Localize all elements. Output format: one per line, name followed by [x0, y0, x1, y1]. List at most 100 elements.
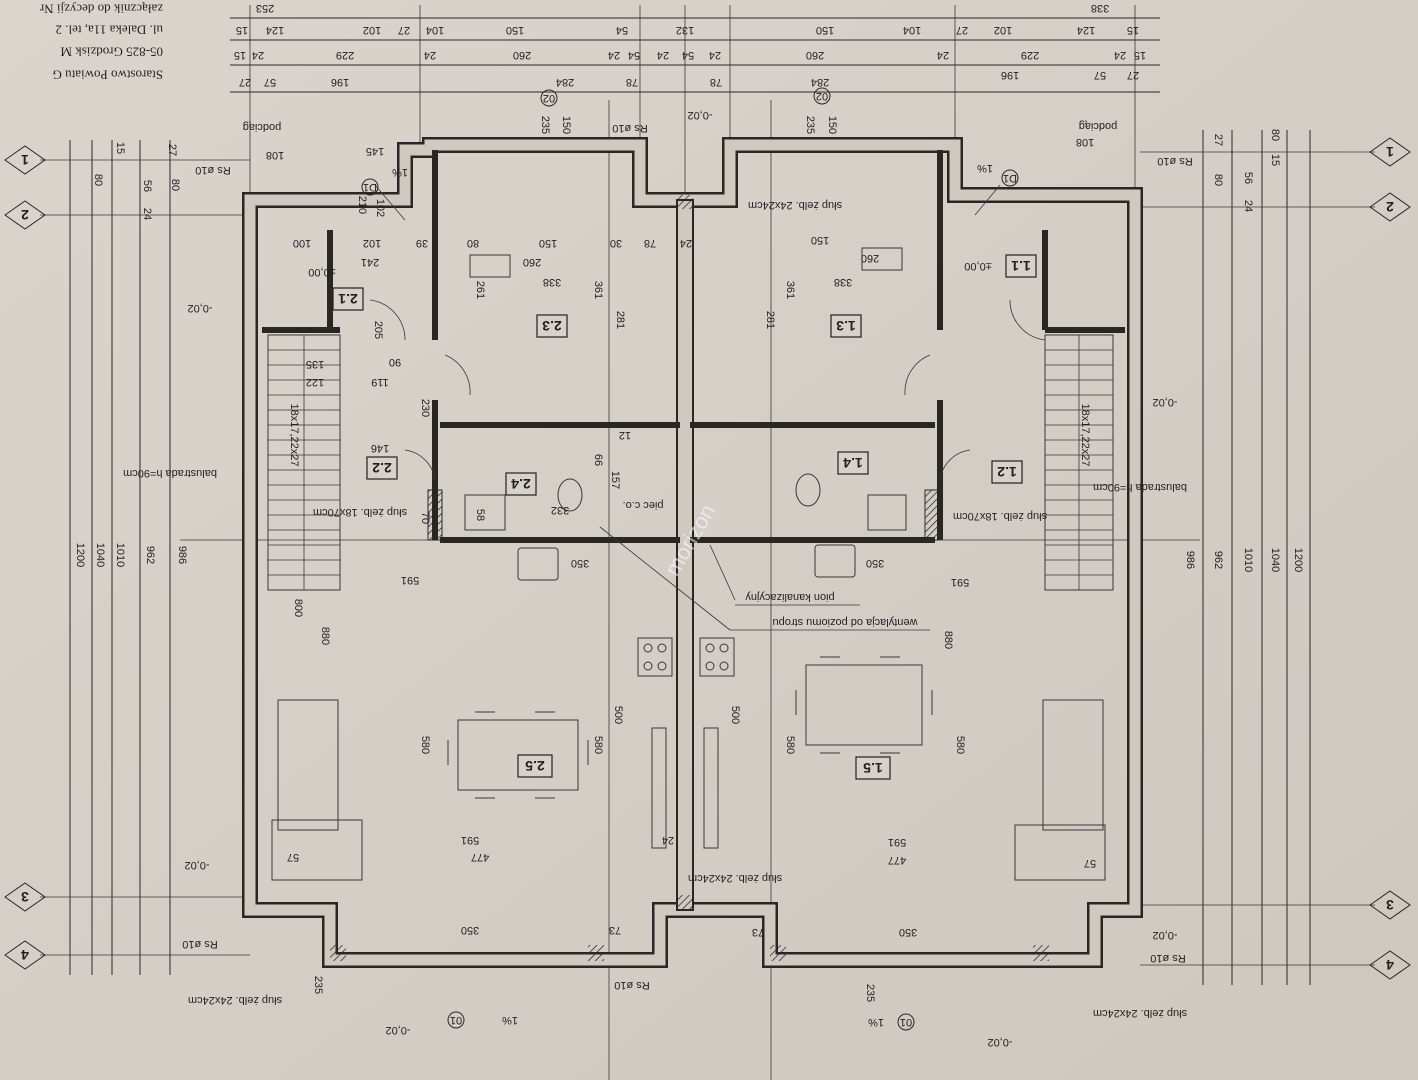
dim: 281 — [614, 311, 626, 329]
stairs-note: 18x17,22x27 — [1079, 404, 1091, 467]
interior-dimensions: 241 102 100 150 338 260 261 361 281 150 … — [266, 116, 1096, 1002]
stairs-right — [1044, 334, 1114, 591]
axis-2-left: 2 — [21, 207, 29, 223]
sink-left — [517, 547, 559, 581]
dim: 350 — [899, 926, 917, 938]
dim: 284 — [556, 76, 574, 88]
doors — [369, 184, 1046, 481]
cooktop-right — [699, 637, 735, 677]
column-18-note: słup żelb. 18x70cm — [313, 506, 407, 518]
dim: 284 — [811, 76, 829, 88]
dining-table-right — [805, 664, 923, 746]
dim: 235 — [312, 976, 324, 994]
railing-note-left: balustrada h=90cm — [123, 467, 217, 479]
dim: 24 — [608, 49, 620, 61]
room-1-4: 1.4 — [843, 455, 863, 471]
rebar-note: Rs ø10 — [182, 938, 217, 950]
dim: 78 — [644, 237, 656, 249]
dim: 80 — [467, 237, 479, 249]
entry-02-right: 02 — [816, 90, 828, 102]
dim: 150 — [816, 24, 834, 36]
sink-right — [814, 544, 856, 578]
dim: 73 — [752, 926, 764, 938]
entry-01-right: 01 — [900, 1016, 912, 1028]
axis-4-right: 4 — [1386, 957, 1394, 973]
dim: 108 — [1076, 136, 1094, 148]
rebar-note: Rs ø10 — [1157, 155, 1192, 167]
dim: 500 — [612, 706, 624, 724]
rebar-note: Rs ø10 — [1150, 952, 1185, 964]
dim: 15 — [234, 49, 246, 61]
dim: 477 — [888, 854, 906, 866]
slope-mark: 1% — [868, 1016, 884, 1028]
dim: 24 — [680, 237, 692, 249]
dim: 338 — [1091, 2, 1109, 14]
dim: 580 — [954, 736, 966, 754]
walls — [242, 137, 1143, 968]
level-mark: -0,02 — [1152, 396, 1177, 408]
dim: 80 — [1269, 129, 1281, 141]
dim: 196 — [1001, 69, 1019, 81]
axis-2-right: 2 — [1386, 199, 1394, 215]
column-note: słup żelb. 24x24cm — [188, 994, 282, 1006]
dim: 27 — [166, 144, 178, 156]
axis-3-left: 3 — [21, 889, 29, 905]
room-labels: 2.1 2.3 1.3 1.1 2.2 2.4 1.4 1.2 2.5 1.5 — [332, 254, 1037, 780]
column-note: słup żelb. 24x24cm — [748, 199, 842, 211]
ventilation-note: wentylacja od poziomu stropu — [773, 616, 919, 628]
railing-note-right: balustrada h=90cm — [1093, 481, 1187, 493]
lintel-note: podciąg — [1079, 120, 1118, 132]
dim: 1040 — [94, 543, 106, 567]
stairs-note: 18x17,22x27 — [288, 404, 300, 467]
dim: 150 — [826, 116, 838, 134]
dim: 260 — [523, 256, 541, 268]
dim: 27 — [398, 24, 410, 36]
rebar-note: Rs ø10 — [195, 164, 230, 176]
dim: 135 — [306, 358, 324, 370]
dim: 124 — [1077, 24, 1095, 36]
dim: 150 — [560, 116, 572, 134]
dim: 157 — [609, 471, 621, 489]
lintel-note: podciąg — [243, 121, 282, 133]
dim: 241 — [361, 256, 379, 268]
axis-3-right: 3 — [1386, 897, 1394, 913]
cooktop-left — [637, 637, 673, 677]
slope-mark: 1% — [977, 162, 993, 174]
dim: 332 — [551, 504, 569, 516]
dim: 78 — [710, 76, 722, 88]
dim: 591 — [401, 574, 419, 586]
dim: 880 — [942, 631, 954, 649]
dim: 24 — [252, 49, 264, 61]
dim: 150 — [539, 237, 557, 249]
dim: 196 — [331, 76, 349, 88]
stamp-office: Starostwo Powiatu G — [53, 68, 164, 83]
dim: 1010 — [1242, 548, 1254, 572]
dim: 150 — [811, 234, 829, 246]
dim: 27 — [239, 76, 251, 88]
slope-mark: 1% — [502, 1014, 518, 1026]
dim: 260 — [806, 49, 824, 61]
dim: 500 — [729, 706, 741, 724]
top-dimensions: 253 338 15 124 102 27 104 150 54 132 150… — [234, 2, 1146, 88]
dim: 350 — [571, 557, 589, 569]
dim: 1200 — [74, 543, 86, 567]
stairs-left — [267, 334, 341, 591]
stamp-address1: 05-825 Grodzisk M — [60, 45, 163, 60]
toilet-right — [795, 473, 821, 507]
dim: 253 — [256, 2, 274, 14]
annotations: wentylacja od poziomu stropu pion kanali… — [123, 109, 1193, 1048]
dim: 80 — [169, 179, 181, 191]
level-mark: -0,02 — [184, 859, 209, 871]
room-1-5: 1.5 — [863, 760, 883, 776]
bathroom-sink-left — [464, 494, 506, 531]
dim: 80 — [1212, 174, 1224, 186]
dim: 104 — [903, 24, 921, 36]
dim: 54 — [616, 24, 628, 36]
dim: 962 — [1212, 551, 1224, 569]
level-mark: -0,02 — [987, 1036, 1012, 1048]
dim: 57 — [1094, 69, 1106, 81]
dim: 230 — [419, 399, 431, 417]
dim: 260 — [513, 49, 531, 61]
axis-4-left: 4 — [21, 947, 29, 963]
